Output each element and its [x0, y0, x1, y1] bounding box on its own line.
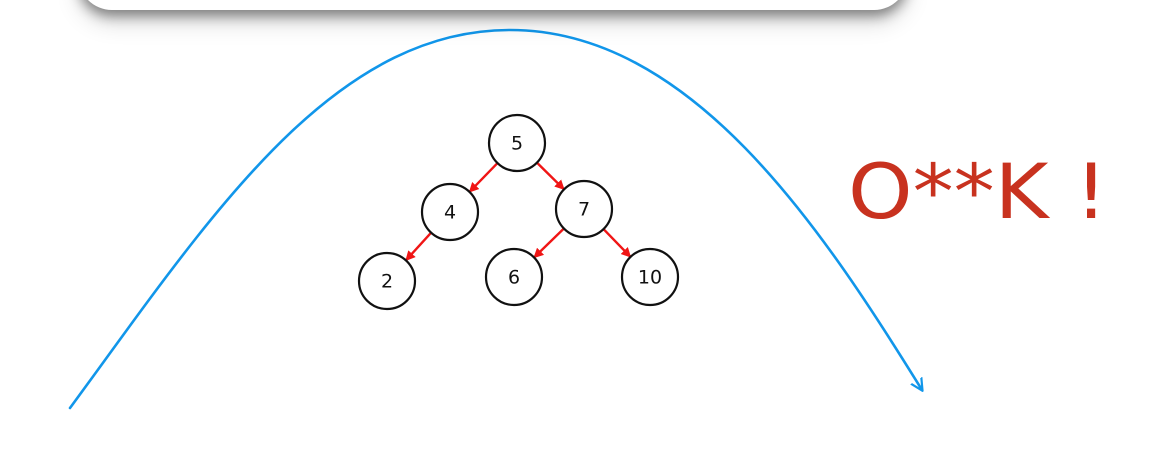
node-circle — [554, 179, 614, 239]
top-shadow-strip — [78, 0, 908, 10]
node-label: 5 — [511, 133, 523, 155]
node-circle — [357, 251, 417, 311]
node-label: 2 — [381, 271, 393, 293]
tree-edge-4-2 — [405, 231, 433, 262]
tree-edge-5-7 — [535, 161, 565, 191]
tree-edges — [405, 161, 632, 262]
blue-arc-arrow — [68, 28, 922, 410]
tree-node-6: 6 — [484, 247, 544, 307]
okay-annotation: O**K ! — [848, 147, 1108, 236]
tree-node-10: 10 — [620, 247, 680, 307]
tree-node-2: 2 — [357, 251, 417, 311]
node-circle — [620, 247, 680, 307]
node-label: 6 — [508, 267, 520, 289]
tree-node-5: 5 — [487, 113, 547, 173]
tree-edge-7-6 — [533, 227, 566, 259]
node-label: 7 — [578, 199, 590, 221]
tree-edge-5-4 — [468, 161, 499, 193]
node-circle — [484, 247, 544, 307]
node-label: 10 — [638, 267, 662, 289]
node-circle — [420, 182, 480, 242]
tree-edge-7-10 — [602, 227, 632, 258]
tree-node-7: 7 — [554, 179, 614, 239]
node-label: 4 — [444, 202, 456, 224]
tree-node-4: 4 — [420, 182, 480, 242]
node-circle — [487, 113, 547, 173]
